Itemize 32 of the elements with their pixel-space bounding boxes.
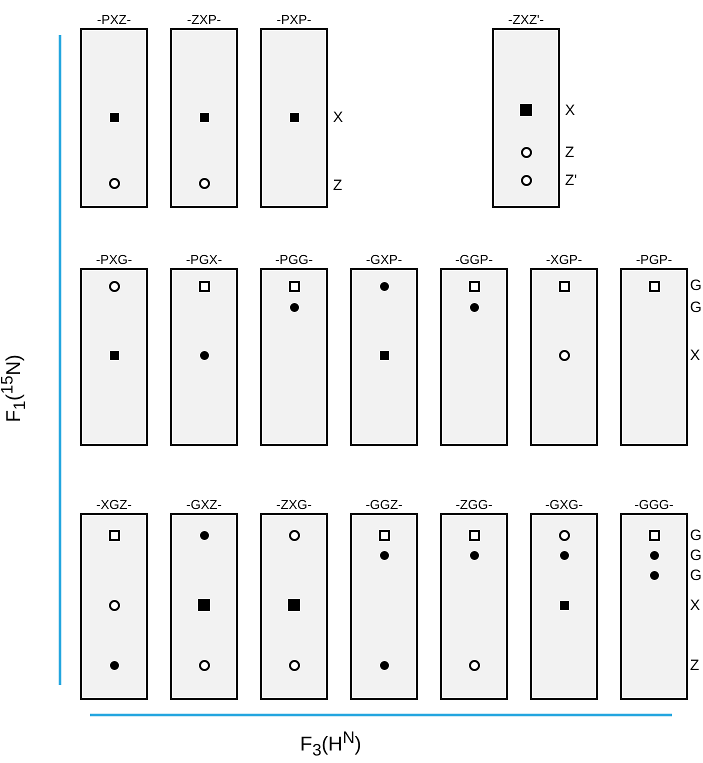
strip-label: -GXP- [364, 252, 404, 267]
strip-label: -PGX- [184, 252, 224, 267]
strip-label: -GXZ- [185, 497, 223, 512]
strip-label: -ZGG- [454, 497, 494, 512]
row-label: G [690, 527, 702, 544]
row-label: G [690, 567, 702, 584]
strip-label: -GGG- [634, 497, 674, 512]
strip-label: -GXG- [544, 497, 584, 512]
row-label: X [690, 597, 700, 614]
strip-label: -PXZ- [96, 12, 132, 27]
strip-label: -ZXP- [186, 12, 222, 27]
row-label: X [690, 347, 700, 364]
row-label: G [690, 547, 702, 564]
strip-label: -XGZ- [95, 497, 133, 512]
row-label: Z [690, 657, 700, 674]
strip-label: -ZXZ'- [507, 12, 545, 27]
strip-label: -PXG- [94, 252, 134, 267]
strip-label: -GGZ- [364, 497, 404, 512]
strip-label: -GGP- [454, 252, 494, 267]
strip-label: -PGP- [634, 252, 674, 267]
row-label: Z [565, 144, 574, 161]
row-label: G [690, 299, 702, 316]
axis-title: F$_{3}$(H$^{N}$) [300, 727, 362, 762]
row-label: X [333, 109, 344, 126]
row-label: G [690, 277, 702, 294]
strip-label: -XGP- [544, 252, 584, 267]
strip-label: -PXP- [276, 12, 312, 27]
strip-label: -PGG- [274, 252, 314, 267]
row-label: X [565, 102, 576, 119]
row-label: Z' [565, 172, 578, 189]
strip-label: -ZXG- [275, 497, 313, 512]
row-label: Z [333, 177, 342, 194]
